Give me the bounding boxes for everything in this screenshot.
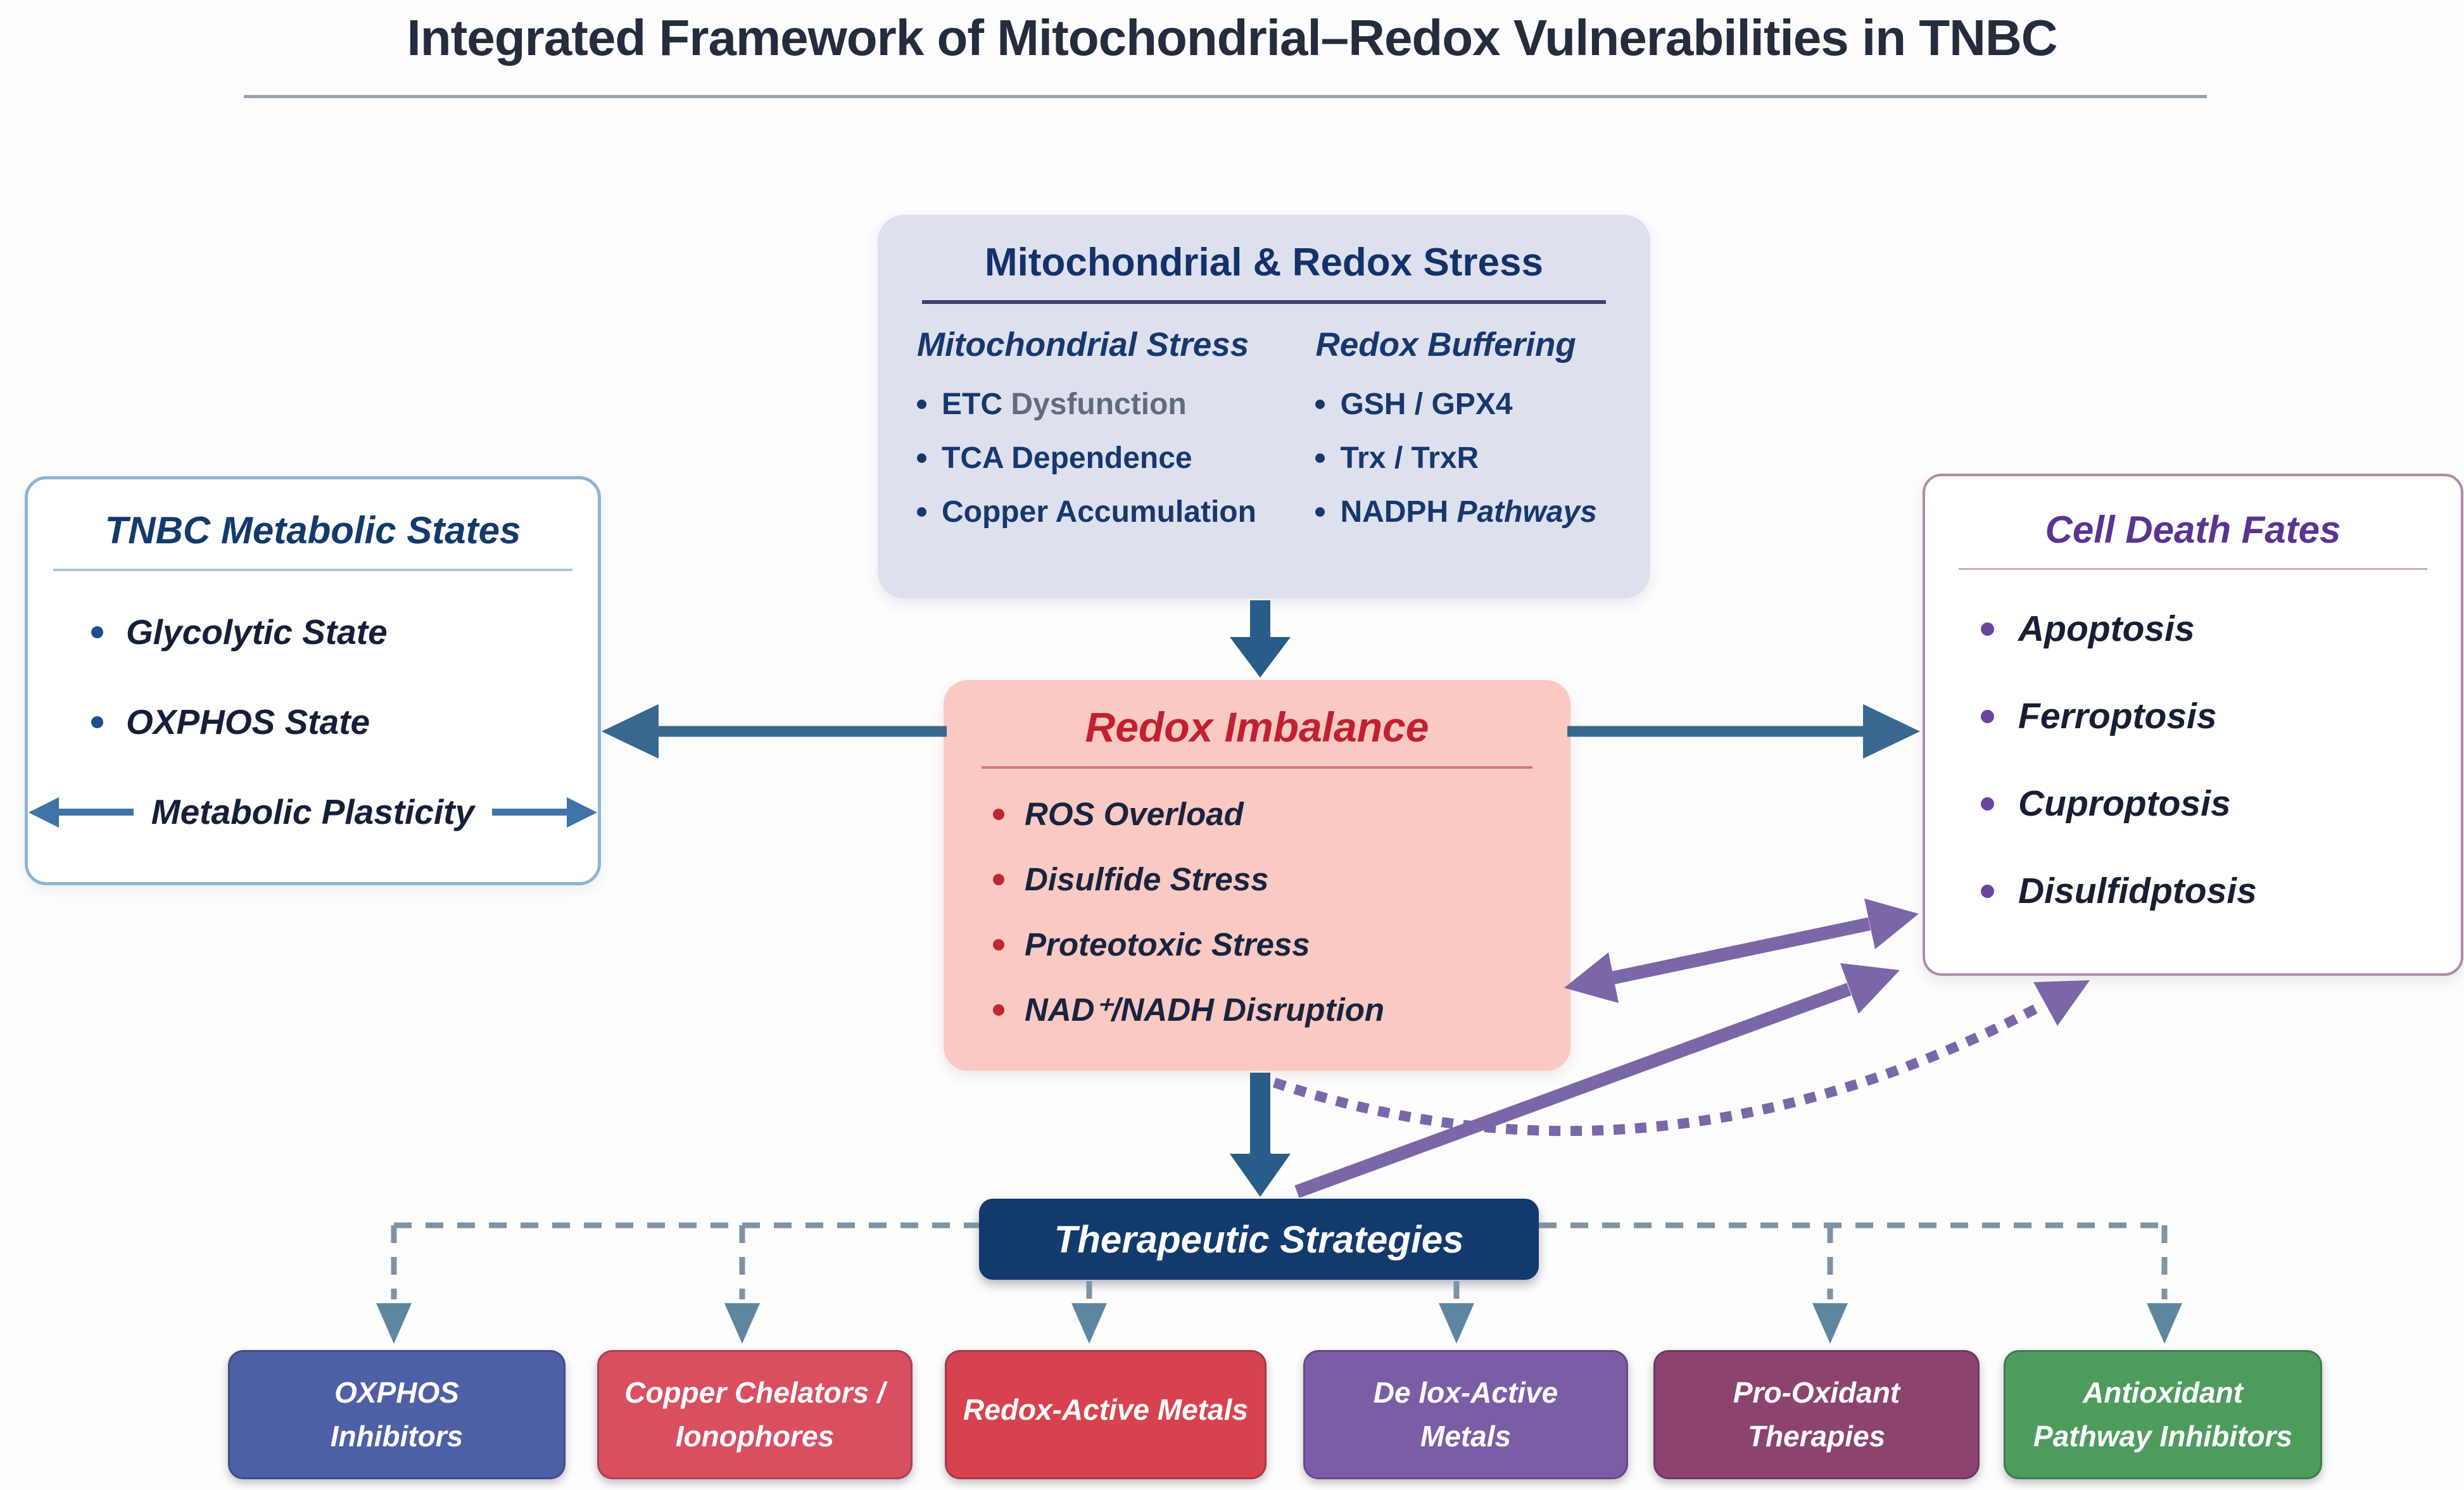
down-arrow-imbalance-to-strategies [1230,1073,1291,1197]
list-item: GSH / GPX4 [1315,387,1629,422]
list-item-label: Copper Accumulation [942,495,1256,529]
stress-box-title: Mitochondrial & Redox Stress [985,241,1543,284]
strategy-box-line: Copper Chelators / [624,1376,885,1410]
metabolic-box-list: Glycolytic State OXPHOS State [91,612,598,742]
strategy-box-redox-active-metals: Redox-Active Metals [945,1350,1267,1479]
down-arrow-stress-to-imbalance [1230,600,1291,678]
right-arrow-imbalance-to-fates [1567,704,1920,759]
list-item: Copper Accumulation [917,495,1315,529]
strategy-box-oxphos-inhibitors: OXPHOS Inhibitors [228,1350,565,1479]
list-item-label: Ferroptosis [2018,696,2217,736]
title-underline [244,95,2207,98]
stress-column-mitochondrial: Mitochondrial Stress ETC Dysfunction TCA… [917,325,1315,548]
bullet-dot [993,1004,1004,1016]
strategy-box-delox-active-metals: De lox-Active Metals [1303,1350,1628,1479]
strategy-box-line: Antioxidant [2083,1376,2243,1410]
fates-box-title: Cell Death Fates [2045,508,2341,551]
bullet-dot [91,716,103,728]
double-arrow-imbalance-fates [1564,899,1919,1003]
list-item: Ferroptosis [1981,695,2461,737]
list-item-label: Disulfidptosis [2018,871,2257,911]
strategy-box-line: Pro-Oxidant [1733,1376,1900,1410]
strategy-box-line: OXPHOS [334,1376,459,1410]
list-item: Disulfidptosis [1981,870,2461,912]
list-item: Cuproptosis [1981,783,2461,824]
strategy-box-antioxidant-inhibitors: Antioxidant Pathway Inhibitors [2004,1350,2322,1479]
bullet-dot [917,507,926,517]
list-item-label: OXPHOS State [126,702,370,742]
list-item: Trx / TrxR [1315,441,1629,476]
bullet-dot [1981,884,1994,898]
bullet-dot [1315,400,1325,409]
bullet-dot [917,400,926,409]
strategy-box-line: Ionophores [675,1420,835,1453]
stress-box: Mitochondrial & Redox Stress Mitochondri… [878,215,1650,598]
list-item-label: Glycolytic State [126,612,388,652]
list-item-label: NAD⁺/NADH Disruption [1025,992,1385,1028]
list-item-label: ROS Overload [1025,796,1244,832]
arrow-right-icon [492,797,598,828]
list-item-label: GSH / GPX4 [1340,388,1513,421]
bullet-dot [1981,622,1994,636]
fates-box-underline [1959,568,2427,570]
list-item-label: ETC Dysfunction [942,388,1187,421]
bottom-arrowheads [376,1303,2182,1344]
imbalance-box-list: ROS Overload Disulfide Stress Proteotoxi… [993,795,1570,1029]
column-header: Mitochondrial Stress [917,326,1249,363]
strategy-box-copper-chelators: Copper Chelators / Ionophores [597,1350,913,1479]
strategies-label: Therapeutic Strategies [1054,1218,1464,1261]
metabolic-box-underline [53,569,572,571]
bullet-dot [993,808,1004,820]
list-item: Apoptosis [1981,608,2461,650]
left-arrow-imbalance-to-metabolic [602,704,947,759]
therapeutic-strategies-box: Therapeutic Strategies [979,1199,1539,1280]
list-item: Proteotoxic Stress [993,926,1570,963]
stress-column-redox: Redox Buffering GSH / GPX4 Trx / TrxR NA… [1315,325,1629,548]
list-item-label: Cuproptosis [2018,783,2231,824]
strategy-box-line: De lox-Active [1373,1376,1558,1410]
list-item: ROS Overload [993,795,1570,833]
list-item: ETC Dysfunction [917,387,1315,422]
list-item: NADPH Pathways [1315,495,1629,529]
arrow-left-icon [28,797,134,828]
page-title: Integrated Framework of Mitochondrial–Re… [407,9,2058,66]
list-item-label: Disulfide Stress [1025,861,1269,897]
list-item: NAD⁺/NADH Disruption [993,991,1570,1029]
metabolic-plasticity-row: Metabolic Plasticity [28,792,598,832]
bullet-dot [993,938,1004,950]
bullet-dot [917,453,926,463]
strategy-box-line: Inhibitors [330,1420,464,1453]
cell-death-fates-box: Cell Death Fates Apoptosis Ferroptosis C… [1923,474,2463,976]
list-item-label: Proteotoxic Stress [1025,926,1310,963]
list-item-label: Apoptosis [2018,609,2195,649]
fates-box-list: Apoptosis Ferroptosis Cuproptosis Disulf… [1981,608,2461,912]
redox-imbalance-box: Redox Imbalance ROS Overload Disulfide S… [944,680,1570,1071]
bullet-dot [1315,507,1325,517]
strategy-box-line: Pathway Inhibitors [2033,1420,2292,1453]
list-item-label: TCA Dependence [942,441,1192,475]
bullet-dot [1981,709,1994,723]
metabolic-box-title: TNBC Metabolic States [104,509,521,552]
strategy-box-line: Metals [1420,1420,1512,1453]
list-item-label: NADPH Pathways [1340,495,1597,529]
list-item: Disulfide Stress [993,861,1570,898]
stress-box-columns: Mitochondrial Stress ETC Dysfunction TCA… [878,304,1650,548]
bullet-dot [91,626,103,638]
strategy-box-line: Redox-Active Metals [963,1392,1248,1426]
strategy-box-line: Therapies [1747,1420,1886,1453]
plasticity-label: Metabolic Plasticity [151,792,475,831]
list-item: Glycolytic State [91,612,598,652]
list-item: OXPHOS State [91,702,598,742]
metabolic-states-box: TNBC Metabolic States Glycolytic State O… [25,476,601,885]
bullet-dot [1981,797,1994,811]
imbalance-box-underline [982,766,1532,769]
strategy-box-pro-oxidant-therapies: Pro-Oxidant Therapies [1653,1350,1980,1479]
imbalance-box-title: Redox Imbalance [1085,704,1429,750]
list-item-label: Trx / TrxR [1340,441,1479,475]
stress-box-underline [922,300,1606,304]
list-item: TCA Dependence [917,441,1315,476]
bullet-dot [993,873,1004,885]
bullet-dot [1315,453,1325,463]
column-header: Redox Buffering [1315,326,1576,363]
